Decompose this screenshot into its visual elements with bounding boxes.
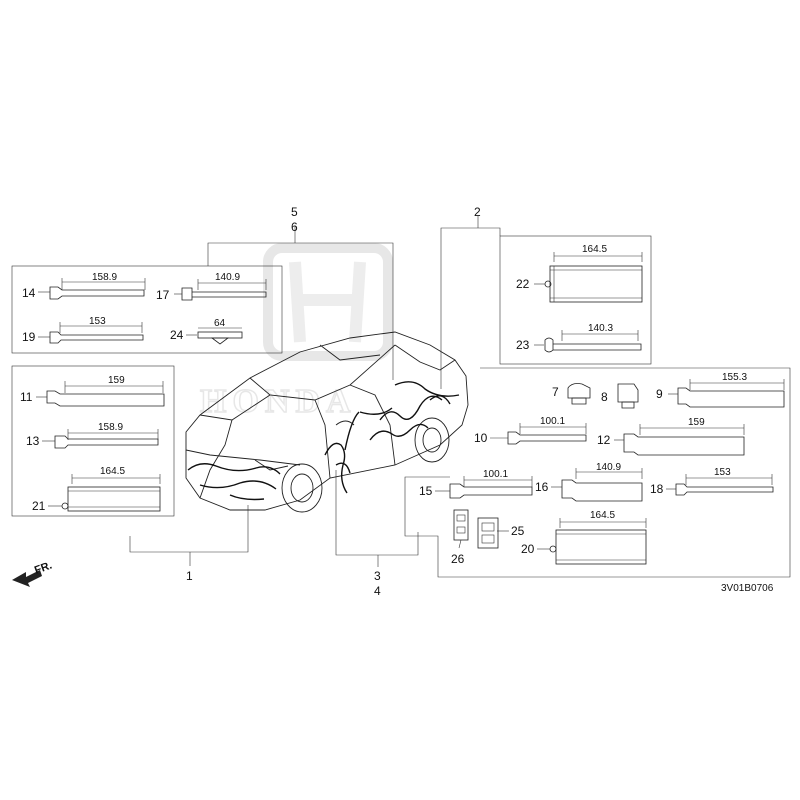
callout-6: 6 bbox=[291, 220, 298, 234]
part-20: 164.5 bbox=[537, 510, 647, 565]
callout-labels: 5 6 2 1 3 4 14 17 19 24 22 23 11 13 21 7… bbox=[20, 205, 664, 598]
dim-13: 158.9 bbox=[98, 422, 123, 433]
callout-14: 14 bbox=[22, 286, 36, 300]
callout-8: 8 bbox=[601, 390, 608, 404]
group-box-5-6 bbox=[11, 226, 394, 380]
part-22: 164.5 bbox=[534, 244, 643, 303]
callout-15: 15 bbox=[419, 484, 433, 498]
dim-11: 159 bbox=[108, 375, 125, 386]
callout-20: 20 bbox=[521, 542, 535, 556]
callout-10: 10 bbox=[474, 431, 488, 445]
callout-4: 4 bbox=[374, 584, 381, 598]
front-wheel bbox=[281, 463, 323, 513]
rear-wheel bbox=[414, 417, 450, 463]
callout-21: 21 bbox=[32, 499, 46, 513]
part-25 bbox=[477, 517, 509, 549]
dim-19: 153 bbox=[89, 316, 106, 327]
callout-9: 9 bbox=[656, 387, 663, 401]
dim-14: 158.9 bbox=[92, 272, 117, 283]
callout-2: 2 bbox=[474, 205, 481, 219]
part-18: 153 bbox=[666, 467, 774, 496]
part-13: 158.9 bbox=[42, 422, 159, 449]
group-box-1 bbox=[11, 365, 249, 566]
callout-17: 17 bbox=[156, 288, 170, 302]
callout-16: 16 bbox=[535, 480, 549, 494]
callout-23: 23 bbox=[516, 338, 530, 352]
callout-5: 5 bbox=[291, 205, 298, 219]
part-10: 100.1 bbox=[490, 416, 587, 445]
dim-15: 100.1 bbox=[483, 469, 508, 480]
callout-1: 1 bbox=[186, 569, 193, 583]
part-24: 64 bbox=[186, 318, 243, 345]
dim-17: 140.9 bbox=[215, 272, 240, 283]
dim-18: 153 bbox=[714, 467, 731, 478]
dim-24: 64 bbox=[214, 318, 226, 329]
part-16: 140.9 bbox=[551, 462, 643, 502]
callout-7: 7 bbox=[552, 385, 559, 399]
part-21: 164.5 bbox=[48, 466, 161, 512]
callout-26: 26 bbox=[451, 552, 465, 566]
callout-19: 19 bbox=[22, 330, 36, 344]
wire-harness bbox=[187, 381, 460, 501]
callout-12: 12 bbox=[597, 433, 611, 447]
dim-12: 159 bbox=[688, 417, 705, 428]
part-9: 155.3 bbox=[668, 372, 785, 408]
dim-21: 164.5 bbox=[100, 466, 125, 477]
vehicle-outline bbox=[185, 331, 469, 513]
dim-9: 155.3 bbox=[722, 372, 747, 383]
callout-3: 3 bbox=[374, 569, 381, 583]
part-15: 100.1 bbox=[435, 469, 533, 499]
part-8 bbox=[617, 383, 639, 409]
part-11: 159 bbox=[36, 375, 165, 407]
group-box-2 bbox=[440, 216, 652, 389]
dim-16: 140.9 bbox=[596, 462, 621, 473]
callout-25: 25 bbox=[511, 524, 525, 538]
group-box-right bbox=[404, 367, 791, 578]
group-box-3-4 bbox=[335, 470, 419, 567]
part-14: 158.9 bbox=[38, 272, 146, 300]
dim-10: 100.1 bbox=[540, 416, 565, 427]
callout-13: 13 bbox=[26, 434, 40, 448]
watermark-text: HONDA bbox=[200, 383, 357, 420]
part-7 bbox=[567, 383, 591, 405]
part-19: 153 bbox=[38, 316, 144, 344]
callout-24: 24 bbox=[170, 328, 184, 342]
callout-22: 22 bbox=[516, 277, 530, 291]
dim-22: 164.5 bbox=[582, 244, 607, 255]
front-direction-marker: FR. bbox=[12, 559, 54, 587]
dim-23: 140.3 bbox=[588, 323, 613, 334]
callout-11: 11 bbox=[20, 390, 33, 404]
front-marker-label: FR. bbox=[33, 559, 54, 576]
callout-18: 18 bbox=[650, 482, 664, 496]
diagram-code: 3V01B0706 bbox=[721, 583, 774, 594]
part-26 bbox=[453, 509, 469, 549]
dim-20: 164.5 bbox=[590, 510, 615, 521]
part-12: 159 bbox=[614, 417, 745, 456]
part-17: 140.9 bbox=[174, 272, 267, 301]
part-23: 140.3 bbox=[534, 323, 642, 353]
honda-watermark: HONDA bbox=[199, 243, 393, 421]
